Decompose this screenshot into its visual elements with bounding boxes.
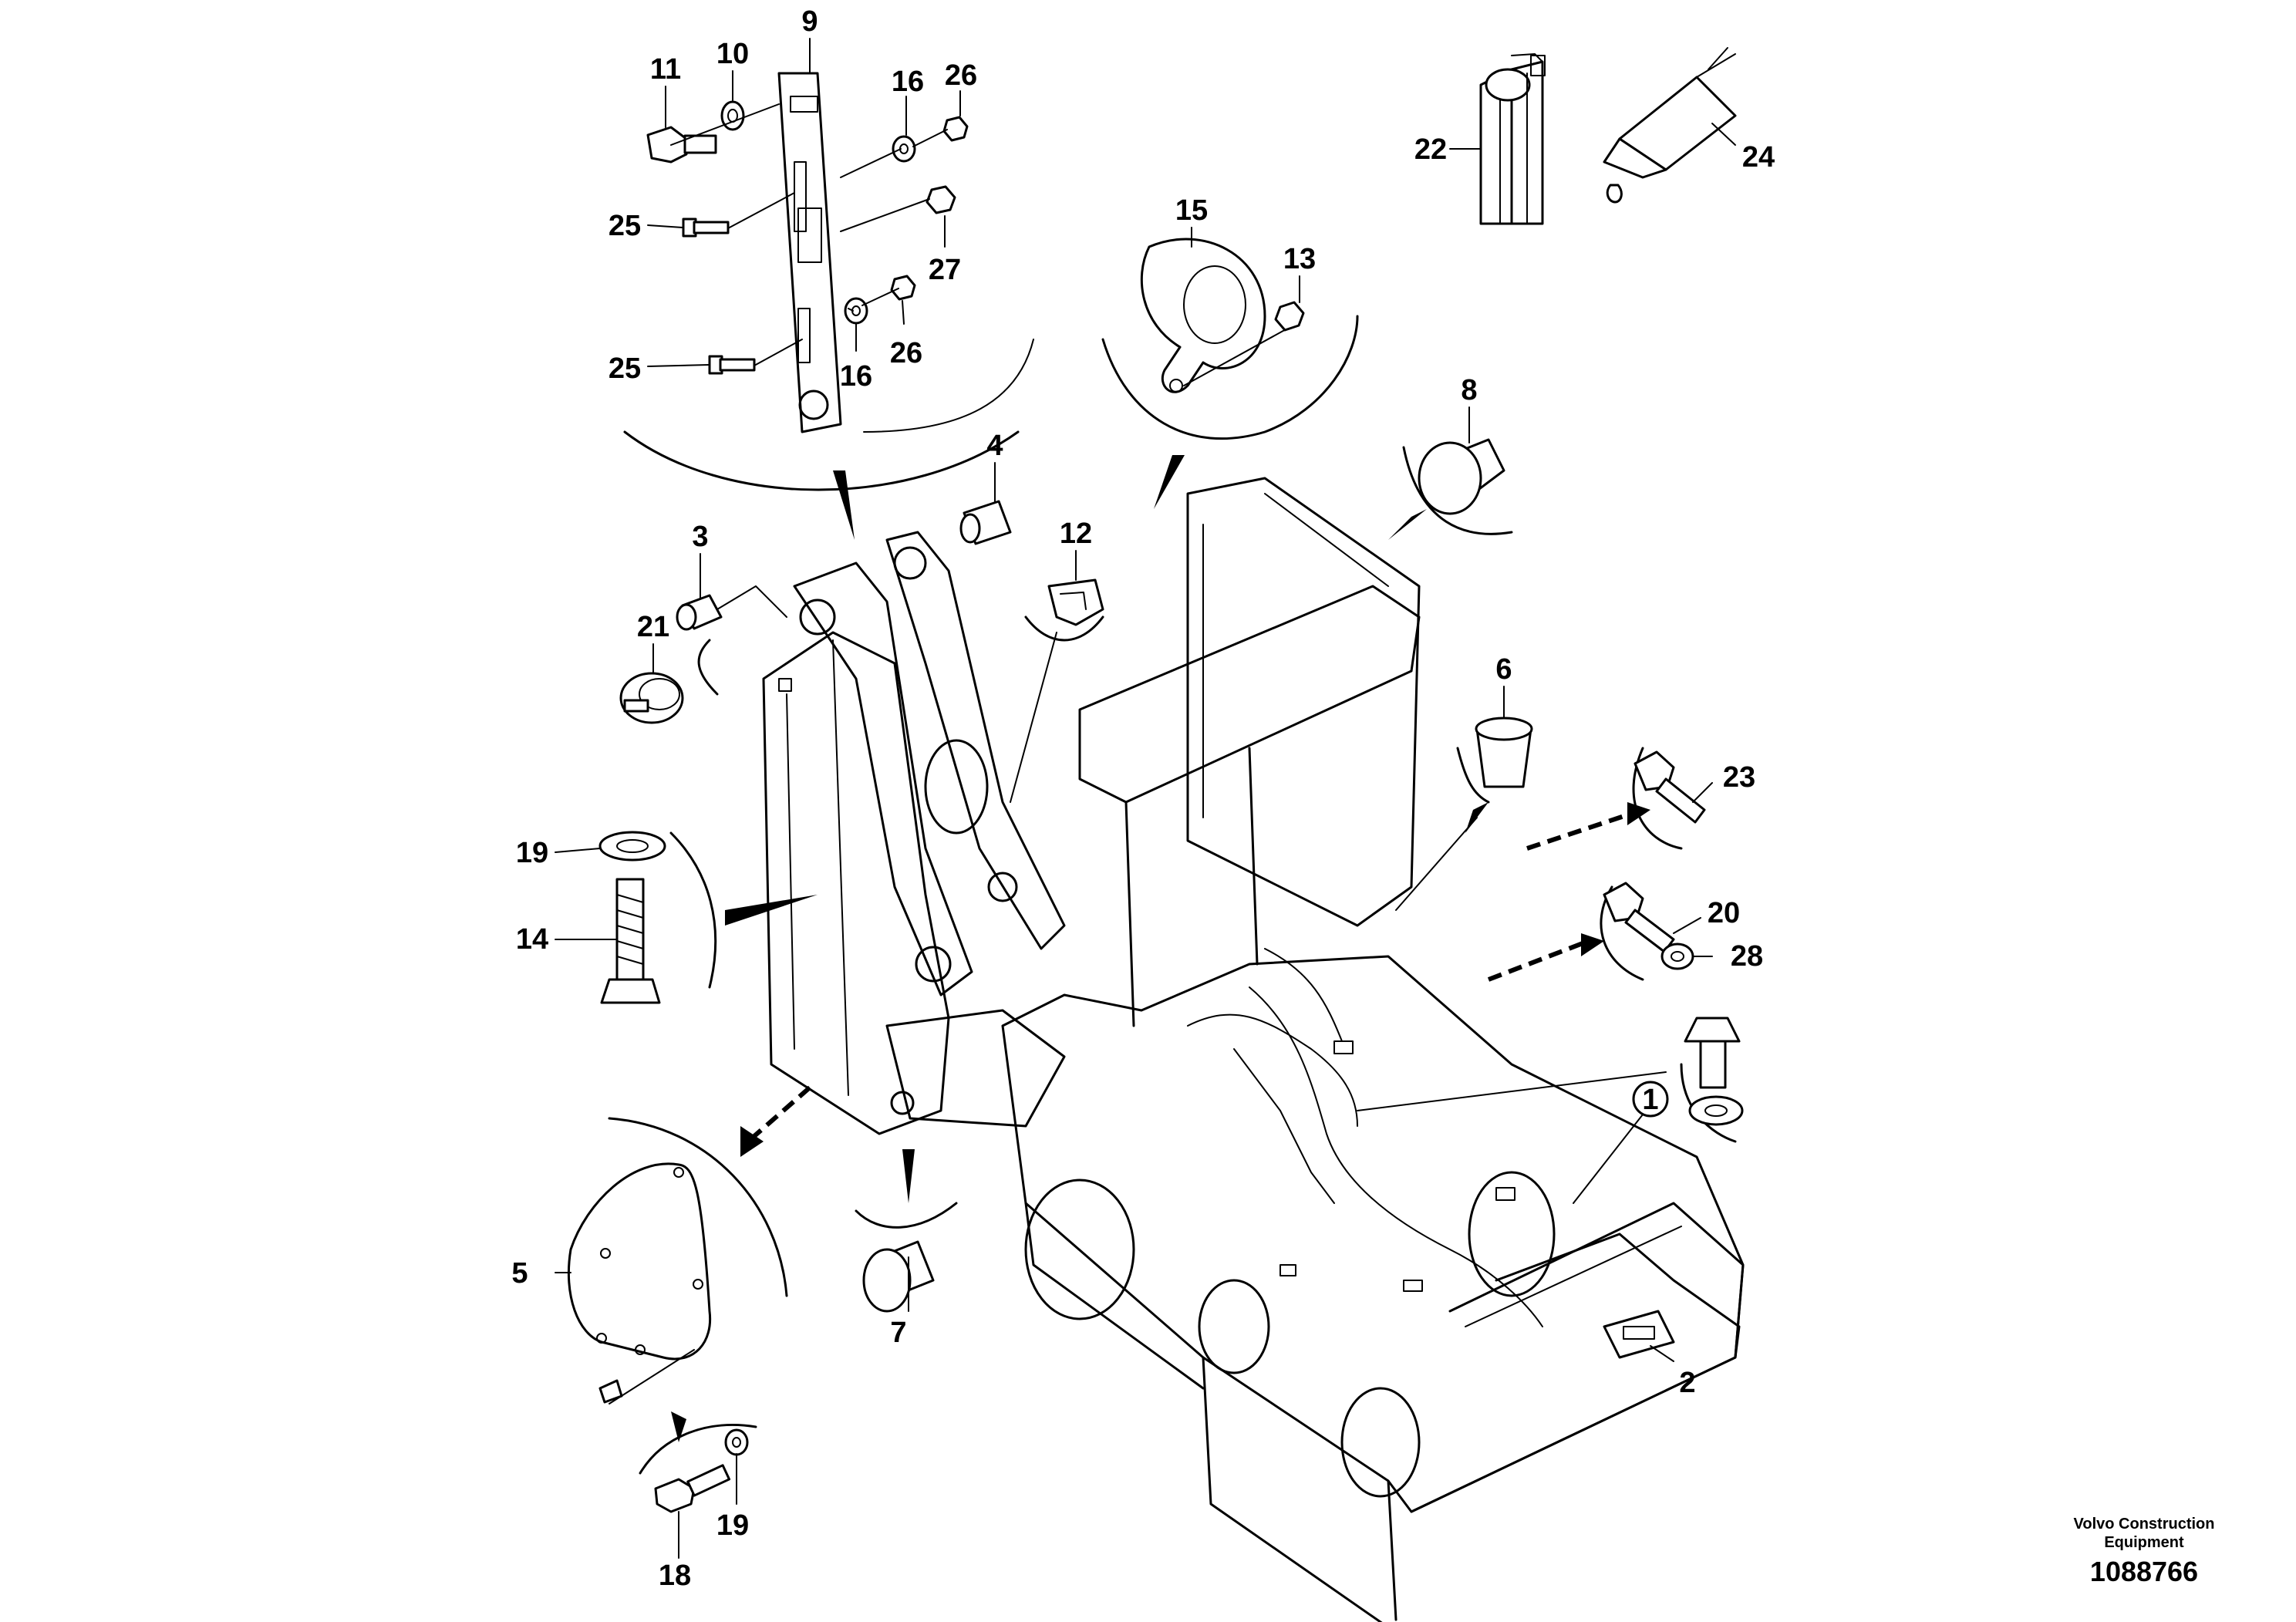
washer-16-lower: [844, 297, 868, 325]
bracket-plate-9: [777, 72, 842, 433]
part-12: [1047, 578, 1104, 626]
detail-arc-bolt-18: [639, 1424, 757, 1475]
detail-arc-bracket: [623, 430, 1020, 491]
washer-28: [1660, 943, 1694, 970]
washer-10: [720, 100, 745, 131]
bolt-right: [1684, 1017, 1741, 1089]
callout-20: 20: [1708, 897, 1740, 929]
bolt-23: [1633, 750, 1706, 824]
bolt-20: [1603, 882, 1675, 953]
callout-15: 15: [1175, 194, 1208, 227]
document-number: 1088766: [2090, 1556, 2198, 1587]
bolt-14: [600, 878, 661, 1004]
callout-11: 11: [650, 53, 681, 86]
nut-27: [925, 185, 956, 214]
callout-13: 13: [1283, 243, 1316, 275]
detail-bubbles: [608, 315, 1737, 1475]
callout-6: 6: [1495, 653, 1512, 686]
pin-21: [619, 672, 684, 724]
callout-circle-1: [1632, 1081, 1669, 1118]
bolt-18: [654, 1464, 731, 1513]
callout-16-lower: 16: [840, 360, 872, 393]
callout-10: 10: [716, 38, 749, 70]
callout-12: 12: [1060, 518, 1092, 550]
callout-14: 14: [516, 923, 548, 956]
callout-8: 8: [1461, 374, 1477, 406]
callout-23: 23: [1723, 761, 1755, 794]
adhesive-tube-24: [1603, 47, 1737, 204]
callout-22: 22: [1414, 133, 1447, 166]
callout-25-upper: 25: [609, 210, 641, 242]
callout-2: 2: [1679, 1367, 1695, 1399]
callout-19-lower: 19: [716, 1509, 749, 1542]
parts: [567, 47, 1744, 1513]
plug-6: [1475, 717, 1533, 788]
bolt-25-lower: [708, 355, 756, 375]
callout-24: 24: [1742, 141, 1775, 174]
nut-26-upper: [942, 116, 969, 142]
nut-13: [1274, 301, 1305, 332]
callout-7: 7: [890, 1317, 906, 1349]
main-frame: [762, 477, 1745, 1622]
seal-profile-22: [1479, 53, 1546, 225]
bushing-3: [676, 594, 723, 631]
plug-7: [862, 1240, 935, 1313]
washer-19-lower: [724, 1428, 749, 1456]
callout-27: 27: [929, 254, 961, 286]
callout-1: 1: [1642, 1084, 1658, 1116]
bolt-25-upper: [682, 218, 730, 238]
callout-3: 3: [692, 521, 708, 553]
callout-labels: 9 11 10 16 26 25 27 16 26 25 4 3 12 21 1…: [511, 5, 1775, 1592]
clamp-15: [1140, 238, 1266, 393]
callout-19-upper: 19: [516, 837, 548, 869]
callout-4: 4: [986, 430, 1003, 462]
leader-lines: [555, 38, 1736, 1559]
washer-right: [1688, 1095, 1744, 1126]
callout-21: 21: [637, 611, 669, 643]
cover-plate-5: [567, 1162, 712, 1361]
callout-26-lower: 26: [890, 337, 922, 369]
callout-5: 5: [511, 1257, 528, 1290]
callout-26-upper: 26: [945, 59, 977, 92]
callout-25-lower: 25: [609, 352, 641, 385]
pointer-bracket: [833, 470, 855, 540]
callout-28: 28: [1731, 940, 1763, 973]
screw-5: [598, 1379, 623, 1404]
brand-line-2: Equipment: [2104, 1534, 2184, 1551]
washer-19-upper: [598, 831, 666, 862]
detail-arc-part-12: [1024, 615, 1104, 642]
detail-arc-plug-8: [1402, 446, 1513, 535]
detail-arc-bolt-14: [669, 831, 717, 989]
detail-arc-plug-7: [855, 1202, 958, 1229]
washer-16-upper: [892, 135, 916, 163]
callout-18: 18: [659, 1560, 691, 1592]
detail-arc-plug-6: [1456, 747, 1490, 804]
pad-2: [1603, 1310, 1675, 1359]
detail-arc-cover-5: [608, 1117, 788, 1297]
footer-block: Volvo Construction Equipment 1088766: [2074, 1516, 2215, 1587]
callout-9: 9: [801, 5, 818, 38]
detail-arc-pin-21: [697, 639, 719, 696]
callout-16-upper: 16: [892, 66, 924, 98]
detail-arc-clamp: [1101, 315, 1359, 440]
plug-8: [1418, 438, 1505, 515]
nut-26-lower: [890, 275, 916, 301]
brand-line-1: Volvo Construction: [2074, 1516, 2215, 1533]
bolt-11: [646, 126, 717, 164]
bushing-4: [959, 500, 1012, 545]
